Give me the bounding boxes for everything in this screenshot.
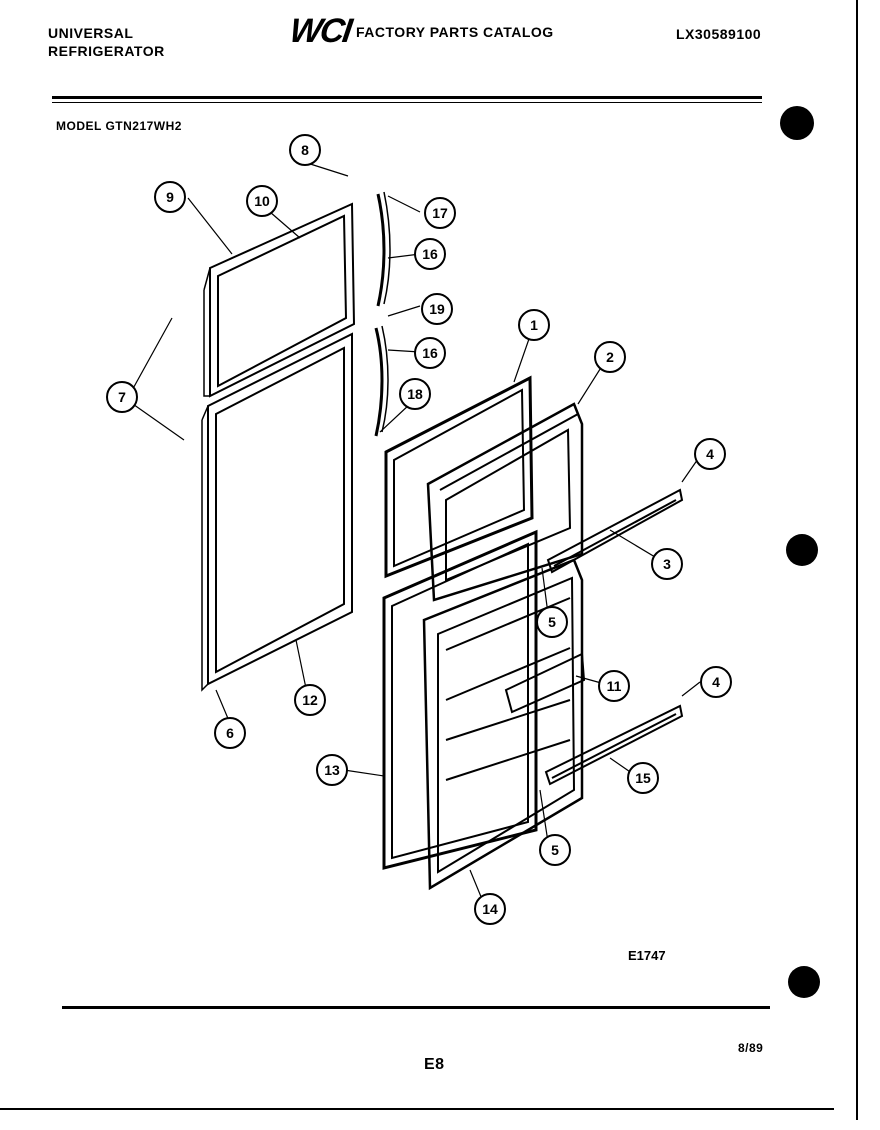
- callout-3: 3: [663, 556, 671, 572]
- freezer-gasket: [384, 375, 534, 579]
- callout-11: 11: [607, 678, 622, 694]
- callout-16a: 16: [422, 246, 438, 262]
- callout-8: 8: [301, 142, 309, 158]
- model-label: MODEL GTN217WH2: [56, 119, 182, 133]
- callout-17: 17: [432, 205, 448, 221]
- callout-1: 1: [530, 317, 538, 333]
- header-rule: [52, 96, 762, 99]
- brand-line-2: REFRIGERATOR: [48, 43, 165, 59]
- callout-5a: 5: [548, 614, 556, 630]
- fresh-food-gasket: [382, 529, 538, 870]
- scan-edge-right: [856, 0, 858, 1120]
- callout-15: 15: [635, 770, 651, 786]
- upper-handle: [376, 193, 386, 307]
- callout-10: 10: [254, 193, 270, 209]
- footer-date: 8/89: [738, 1041, 764, 1055]
- callout-5b: 5: [551, 842, 559, 858]
- callout-9: 9: [166, 189, 174, 205]
- callout-6: 6: [226, 725, 234, 741]
- callout-7: 7: [118, 389, 126, 405]
- callout-2: 2: [606, 349, 614, 365]
- callout-18: 18: [407, 386, 423, 402]
- scan-edge-bottom: [0, 1108, 834, 1110]
- binder-hole-bottom: [788, 966, 820, 998]
- catalog-number: LX30589100: [676, 26, 762, 42]
- callout-4b: 4: [712, 674, 720, 690]
- lower-rack: [544, 704, 684, 786]
- footer-rule: [62, 1006, 770, 1009]
- figure-code: E1747: [628, 948, 666, 963]
- callout-4a: 4: [706, 446, 714, 462]
- binder-hole-top: [780, 106, 814, 140]
- callout-19: 19: [429, 301, 445, 317]
- upper-rack: [546, 488, 684, 574]
- brand-line-1: UNIVERSAL: [48, 25, 134, 41]
- shelf-bin: [504, 652, 586, 714]
- header-rule-thin: [52, 102, 762, 103]
- lower-handle: [374, 327, 384, 437]
- callout-13: 13: [324, 762, 340, 778]
- freezer-door-panel: [209, 202, 356, 398]
- fresh-food-door-panel: [207, 332, 353, 686]
- callout-16b: 16: [422, 345, 438, 361]
- callout-12: 12: [302, 692, 318, 708]
- freezer-liner: [426, 402, 584, 602]
- page-number: E8: [424, 1056, 445, 1073]
- fresh-food-liner: [422, 558, 584, 891]
- callout-14: 14: [482, 901, 498, 917]
- catalog-title: FACTORY PARTS CATALOG: [356, 24, 554, 40]
- binder-hole-middle: [786, 534, 818, 566]
